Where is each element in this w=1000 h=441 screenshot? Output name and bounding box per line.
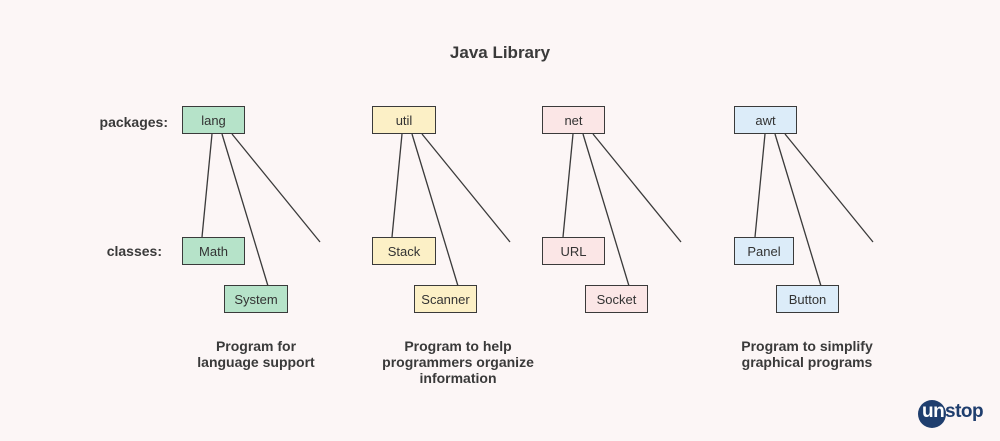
diagram-title: Java Library xyxy=(449,43,551,62)
connector-line xyxy=(231,133,321,243)
connector-line xyxy=(562,133,574,238)
classes-label: classes: xyxy=(106,243,162,259)
description-line: information xyxy=(419,370,497,386)
description-awt: Program to simplify graphical programs xyxy=(717,338,897,370)
logo-circle-icon xyxy=(918,400,946,428)
class-box-math: Math xyxy=(182,237,245,265)
connector-line xyxy=(774,133,822,287)
description-line: language support xyxy=(197,354,315,370)
logo-text-un: un xyxy=(922,401,945,422)
description-line: Program to help xyxy=(404,338,512,354)
package-box-lang: lang xyxy=(182,106,245,134)
class-box-system: System xyxy=(224,285,288,313)
description-line: Program to simplify xyxy=(741,338,873,354)
description-util: Program to help programmers organize inf… xyxy=(358,338,558,386)
connector-line xyxy=(592,133,682,243)
connector-line xyxy=(221,133,269,287)
class-box-socket: Socket xyxy=(585,285,648,313)
package-box-net: net xyxy=(542,106,605,134)
connector-line xyxy=(201,133,213,238)
unstop-logo: un stop xyxy=(918,398,988,432)
connector-line xyxy=(421,133,511,243)
description-line: Program for xyxy=(215,338,297,354)
class-box-scanner: Scanner xyxy=(414,285,477,313)
class-box-button: Button xyxy=(776,285,839,313)
connector-line xyxy=(411,133,459,287)
package-box-awt: awt xyxy=(734,106,797,134)
packages-label: packages: xyxy=(99,114,168,130)
description-lang: Program for language support xyxy=(176,338,336,370)
description-line: programmers organize xyxy=(382,354,534,370)
package-box-util: util xyxy=(372,106,436,134)
class-box-stack: Stack xyxy=(372,237,436,265)
class-box-panel: Panel xyxy=(734,237,794,265)
class-box-url: URL xyxy=(542,237,605,265)
connector-line xyxy=(784,133,874,243)
connector-line xyxy=(582,133,630,287)
connector-line xyxy=(391,133,403,238)
description-line: graphical programs xyxy=(741,354,873,370)
connector-line xyxy=(754,133,766,238)
logo-text-stop: stop xyxy=(945,401,984,422)
